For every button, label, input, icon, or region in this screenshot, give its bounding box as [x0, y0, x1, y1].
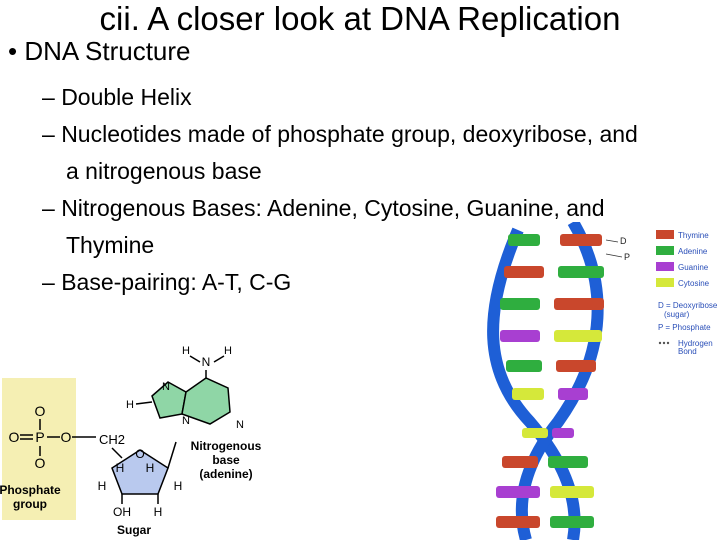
- atom-n3: N: [236, 419, 244, 431]
- legend-swatch-adenine: [656, 246, 674, 255]
- atom-p: P: [35, 429, 44, 445]
- legend-label-thymine: Thymine: [678, 231, 709, 240]
- legend-label-adenine: Adenine: [678, 247, 708, 256]
- atom-h1: H: [116, 461, 125, 475]
- atom-h-amine-2: H: [224, 345, 232, 357]
- atom-o-bottom: O: [35, 455, 46, 471]
- sugar-ring: [111, 449, 169, 495]
- phosphate-background: [2, 378, 76, 520]
- backbone-strand-left: [487, 227, 581, 540]
- atom-ch2: CH2: [99, 432, 125, 447]
- atom-n2: N: [182, 415, 190, 427]
- sub-text: Base-pairing: A-T, C-G: [61, 269, 292, 295]
- sugar-label: Sugar: [117, 523, 151, 537]
- legend-swatch-cytosine: [656, 278, 674, 287]
- sub-text: Nucleotides made of phosphate group, deo…: [61, 121, 638, 147]
- legend-deoxyribose: D = Deoxyribose: [658, 301, 718, 310]
- legend-hydrogen: Hydrogen: [678, 339, 713, 348]
- atom-n1: N: [162, 381, 170, 393]
- hydrogen-bond-dots-icon: [658, 341, 670, 345]
- atom-h2: H: [146, 461, 155, 475]
- sub-dash: –: [42, 269, 55, 295]
- nucleotide-diagram: O P O O O Phosphate group CH2 O H H H H …: [0, 318, 268, 540]
- sub-text: Double Helix: [61, 84, 192, 110]
- sub-dash: –: [42, 195, 55, 221]
- strand-label-p: P: [624, 252, 630, 262]
- atom-h3: H: [98, 479, 107, 493]
- atom-n-amine: N: [202, 355, 211, 369]
- atom-o-ring: O: [135, 447, 144, 461]
- base-label-1: Nitrogenous: [191, 439, 262, 453]
- sub-dash: –: [42, 84, 55, 110]
- legend-swatch-guanine: [656, 262, 674, 271]
- atom-o-top: O: [35, 403, 46, 419]
- atom-oh: OH: [113, 505, 131, 519]
- atom-o-left: O: [9, 429, 20, 445]
- atom-o-right: O: [61, 429, 72, 445]
- sub-item-base-pairing: – Base-pairing: A-T, C-G: [42, 264, 291, 301]
- legend-phosphate: P = Phosphate: [658, 323, 711, 332]
- sub-text-continued: a nitrogenous base: [66, 158, 262, 184]
- sub-item-nucleotides: – Nucleotides made of phosphate group, d…: [42, 116, 638, 190]
- sub-text-continued: Thymine: [66, 232, 155, 258]
- bullet-text: DNA Structure: [24, 36, 191, 66]
- base-label-3: (adenine): [199, 467, 252, 481]
- strand-label-d: D: [620, 236, 627, 246]
- slide-title: cii. A closer look at DNA Replication: [99, 0, 621, 37]
- legend-label-cytosine: Cytosine: [678, 279, 710, 288]
- bullet-dna-structure: • DNA Structure: [8, 36, 191, 67]
- legend-bond: Bond: [678, 347, 697, 356]
- sub-dash: –: [42, 121, 55, 147]
- sub-text: Nitrogenous Bases: Adenine, Cytosine, Gu…: [61, 195, 605, 221]
- legend-swatch-thymine: [656, 230, 674, 239]
- bullet-marker: •: [8, 36, 18, 66]
- group-label: group: [13, 497, 47, 511]
- legend-label-guanine: Guanine: [678, 263, 709, 272]
- atom-h5: H: [154, 505, 163, 519]
- base-pairs: [496, 234, 604, 528]
- legend-sugar: (sugar): [664, 310, 690, 319]
- atom-h4: H: [174, 479, 183, 493]
- sub-item-nitrogenous-bases: – Nitrogenous Bases: Adenine, Cytosine, …: [42, 190, 605, 264]
- base-label-2: base: [212, 453, 240, 467]
- double-helix-diagram: D P Thymine Adenine Guanine Cytosine D =…: [478, 222, 720, 540]
- sub-item-double-helix: – Double Helix: [42, 79, 192, 116]
- atom-h6: H: [126, 399, 134, 411]
- phosphate-label: Phosphate: [0, 483, 61, 497]
- atom-h-amine-1: H: [182, 345, 190, 357]
